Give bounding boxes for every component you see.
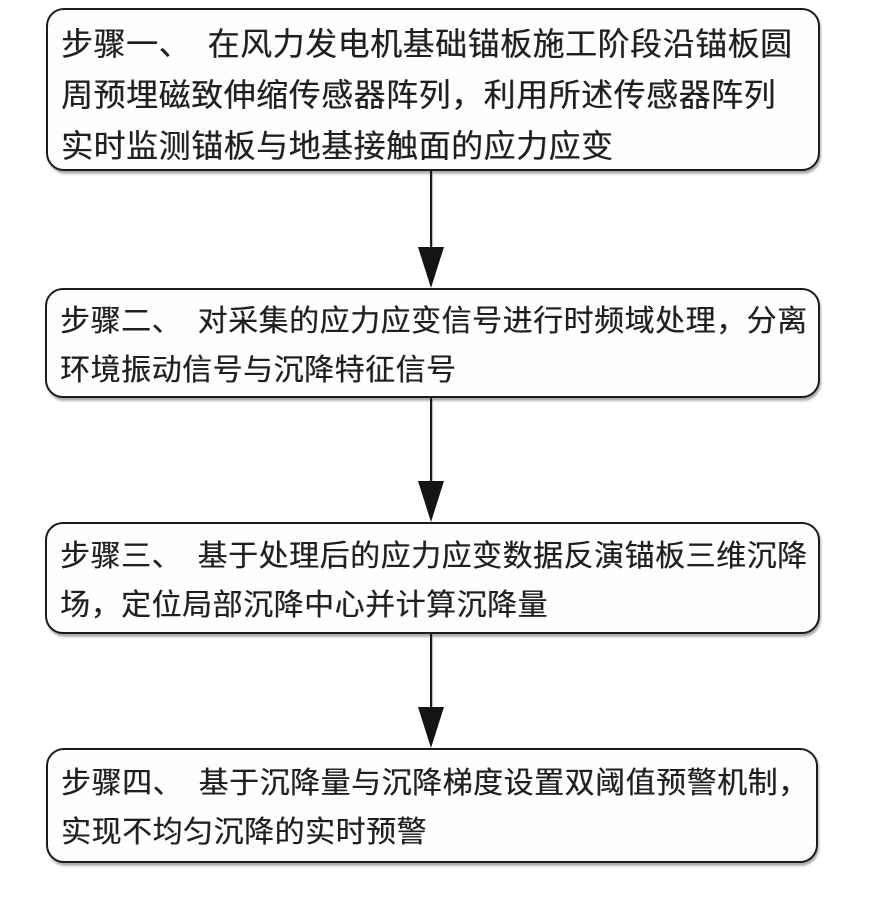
arrow-down-icon	[418, 481, 444, 522]
step-3-text-line-2: 场，定位局部沉降中心并计算沉降量	[60, 589, 548, 622]
arrow-shaft	[430, 634, 432, 709]
step-1-text-line-3: 实时监测锚板与地基接触面的应力应变	[61, 128, 614, 164]
step-3-text-line-1: 步骤三、 基于处理后的应力应变数据反演锚板三维沉降	[60, 540, 808, 573]
step-4-text-line-2: 实现不均匀沉降的实时预警	[61, 816, 427, 849]
step-1-text-line-1: 步骤一、 在风力发电机基础锚板施工阶段沿锚板圆	[61, 26, 793, 62]
arrow-down-icon	[418, 707, 444, 748]
connector-step2-step3	[417, 398, 445, 522]
step-2-text-line-2: 环境振动信号与沉降特征信号	[60, 354, 457, 387]
arrow-shaft	[430, 398, 432, 483]
step-2-box: 步骤二、 对采集的应力应变信号进行时频域处理，分离 环境振动信号与沉降特征信号	[45, 288, 820, 398]
step-2-text-line-1: 步骤二、 对采集的应力应变信号进行时频域处理，分离	[60, 305, 808, 338]
step-1-box: 步骤一、 在风力发电机基础锚板施工阶段沿锚板圆 周预埋磁致伸缩传感器阵列，利用所…	[46, 8, 820, 171]
step-3-box: 步骤三、 基于处理后的应力应变数据反演锚板三维沉降 场，定位局部沉降中心并计算沉…	[45, 522, 820, 634]
arrow-shaft	[430, 171, 432, 249]
arrow-down-icon	[418, 247, 444, 288]
step-4-text-line-1: 步骤四、 基于沉降量与沉降梯度设置双阈值预警机制，	[61, 767, 809, 800]
step-1-text-line-2: 周预埋磁致伸缩传感器阵列，利用所述传感器阵列	[61, 77, 777, 113]
connector-step1-step2	[417, 171, 445, 288]
step-4-box: 步骤四、 基于沉降量与沉降梯度设置双阈值预警机制， 实现不均匀沉降的实时预警	[46, 748, 818, 863]
connector-step3-step4	[417, 634, 445, 748]
